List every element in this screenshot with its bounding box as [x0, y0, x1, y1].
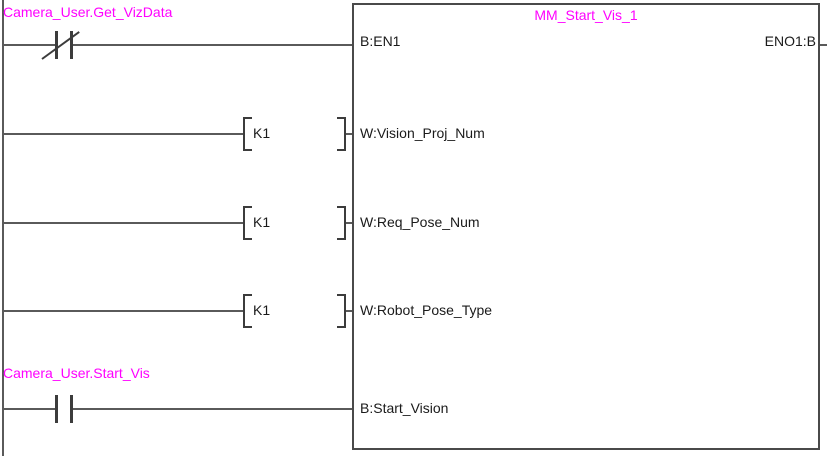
wire [73, 44, 352, 46]
close-bracket [337, 117, 346, 151]
close-bracket [337, 294, 346, 328]
wire [2, 44, 55, 46]
operand-value: K1 [253, 125, 271, 141]
wire [346, 222, 352, 224]
variable-label-start-vis[interactable]: Camera_User.Start_Vis [3, 365, 150, 381]
wire [73, 408, 352, 410]
wire [346, 310, 352, 312]
function-block-mm-start-vis[interactable]: MM_Start_Vis_1 [352, 3, 820, 450]
pin-label-vision-proj-num[interactable]: W:Vision_Proj_Num [360, 125, 485, 141]
wire [2, 133, 243, 135]
variable-label-get-vizdata[interactable]: Camera_User.Get_VizData [3, 4, 173, 20]
pin-label-start-vision[interactable]: B:Start_Vision [360, 400, 449, 416]
wire [2, 408, 55, 410]
close-bracket [337, 206, 346, 240]
contact-bar-right [70, 395, 73, 423]
pin-label-req-pose-num[interactable]: W:Req_Pose_Num [360, 214, 480, 230]
contact-bar-right [70, 31, 73, 59]
wire [2, 222, 243, 224]
pin-label-en1[interactable]: B:EN1 [360, 33, 401, 49]
contact-bar-left [55, 395, 58, 423]
left-power-rail [2, 0, 4, 456]
function-block-title: MM_Start_Vis_1 [534, 7, 638, 23]
wire [2, 310, 243, 312]
wire [346, 133, 352, 135]
open-bracket [243, 117, 252, 151]
open-bracket [243, 206, 252, 240]
operand-value: K1 [253, 302, 271, 318]
eno-output-wire [820, 44, 827, 46]
pin-label-robot-pose-type[interactable]: W:Robot_Pose_Type [360, 302, 493, 318]
open-bracket [243, 294, 252, 328]
pin-label-eno1[interactable]: ENO1:B [764, 33, 816, 49]
operand-value: K1 [253, 214, 271, 230]
contact-bar-left [55, 31, 58, 59]
